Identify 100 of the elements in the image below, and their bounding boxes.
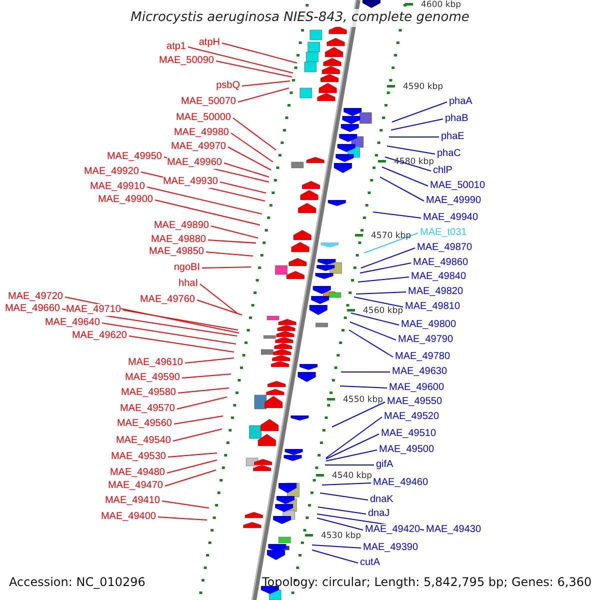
leader-line xyxy=(182,374,232,378)
leader-line xyxy=(172,428,222,442)
gene-label: MAE_49710 xyxy=(66,304,121,316)
gene-label: MAE_49940 xyxy=(423,212,478,224)
leader-line xyxy=(196,300,242,316)
gene-label: MAE_49850 xyxy=(148,246,204,258)
leader-line xyxy=(322,482,372,486)
leader-line xyxy=(320,492,368,500)
footer-note: Topology: circular; Length: 5,842,795 bp; Genes: 6,360 xyxy=(262,575,592,589)
leader-line xyxy=(230,132,274,162)
gene-label: MAE_49620 xyxy=(72,330,127,342)
leader-line xyxy=(312,544,362,548)
leader-line xyxy=(154,200,260,226)
leader-line xyxy=(222,42,298,64)
gene-label: psbQ xyxy=(216,80,240,92)
footer-note: Accession: NC_010296 xyxy=(9,575,146,589)
gene-label: MAE_49530 xyxy=(110,451,166,463)
leader-line xyxy=(202,266,252,268)
leader-line xyxy=(188,46,294,74)
gene-label: MAE_49890 xyxy=(154,220,209,232)
leader-line xyxy=(210,226,258,238)
leader-line xyxy=(228,146,272,170)
leader-line xyxy=(164,470,216,486)
leader-line xyxy=(316,518,364,530)
leader-line xyxy=(216,60,292,78)
leader-line xyxy=(340,386,388,388)
gene-label: MAE_49420 xyxy=(365,524,420,536)
gene-label: MAE_49500 xyxy=(379,444,434,456)
leader-line xyxy=(326,416,382,458)
gene-label: MAE_49470 xyxy=(108,480,163,492)
leader-line xyxy=(318,506,366,514)
leader-line xyxy=(242,80,290,86)
leader-line xyxy=(380,176,424,202)
gene-label: MAE_49900 xyxy=(98,194,153,206)
scale-label: 4590 kbp xyxy=(403,82,444,92)
scale-label: 4600 kbp xyxy=(421,0,462,10)
gene-label: MAE_49430 xyxy=(426,524,482,536)
leader-line xyxy=(200,284,238,314)
leader-line xyxy=(390,118,444,130)
gene-label: MAE_49840 xyxy=(411,271,466,283)
leader-line xyxy=(348,330,394,358)
leader-line xyxy=(358,276,410,282)
leader-line xyxy=(354,296,404,308)
leader-line xyxy=(64,296,240,334)
leader-line xyxy=(392,102,448,122)
gene-label: MAE_49860 xyxy=(413,257,468,269)
leader-line xyxy=(158,516,208,520)
gene-label: MAE_49810 xyxy=(405,301,460,313)
gene-label: phaA xyxy=(449,96,472,108)
gene-label: MAE_49970 xyxy=(170,141,226,153)
gene-label: MAE_50090 xyxy=(158,55,214,67)
gene-label: MAE_49640 xyxy=(44,317,100,329)
scale-label: 4540 kbp xyxy=(332,471,372,481)
leader-line xyxy=(388,136,440,138)
gene-label: phaB xyxy=(445,113,468,125)
leader-line xyxy=(166,460,218,474)
leader-line xyxy=(386,146,436,154)
gene-label: atp1 xyxy=(166,41,186,53)
gene-label: MAE_50010 xyxy=(430,180,486,192)
leader-line xyxy=(176,396,228,410)
leader-line xyxy=(364,232,418,254)
leader-line xyxy=(372,212,422,218)
gene-label: MAE_49590 xyxy=(124,372,180,384)
gene-label: MAE_t031 xyxy=(420,227,467,239)
gene-label: MAE_49460 xyxy=(373,477,428,489)
leader-line xyxy=(220,182,266,194)
leader-line xyxy=(122,310,238,330)
scale-label: 4570 kbp xyxy=(371,231,412,241)
leader-line xyxy=(206,252,254,256)
leader-line xyxy=(360,248,416,268)
leader-line xyxy=(208,240,256,244)
scale-label: 4560 kbp xyxy=(363,306,404,316)
leader-line xyxy=(326,450,378,462)
gene-label: MAE_49520 xyxy=(384,411,440,423)
gene-label: MAE_49630 xyxy=(392,366,448,378)
gene-label: MAE_49580 xyxy=(120,387,176,399)
gene-label: MAE_49990 xyxy=(426,195,482,207)
gene-label: gifA xyxy=(376,459,394,471)
gene-label: MAE_49660 xyxy=(4,303,60,315)
leader-line xyxy=(102,322,236,344)
gene-label: MAE_49790 xyxy=(398,334,454,346)
leader-line xyxy=(332,402,386,428)
leader-line xyxy=(232,118,276,150)
leader-line xyxy=(168,452,218,458)
leader-line xyxy=(324,464,374,466)
gene-label: MAE_49920 xyxy=(84,166,139,178)
gene-label: MAE_49960 xyxy=(166,157,222,169)
gene-label: MAE_49820 xyxy=(408,286,464,298)
gene-label: MAE_50000 xyxy=(176,112,231,124)
gene-label: MAE_49510 xyxy=(381,428,436,440)
leader-line xyxy=(356,292,406,294)
leader-line xyxy=(312,550,358,564)
leader-line xyxy=(382,166,428,186)
leader-line xyxy=(350,312,400,326)
gene-label: MAE_49760 xyxy=(140,294,195,306)
gene-label: MAE_49480 xyxy=(110,467,165,479)
gene-label: phaE xyxy=(441,131,464,143)
gene-label: MAE_49930 xyxy=(162,176,218,188)
gene-label: MAE_49980 xyxy=(174,127,229,139)
scale-label: 4550 kbp xyxy=(343,395,384,405)
